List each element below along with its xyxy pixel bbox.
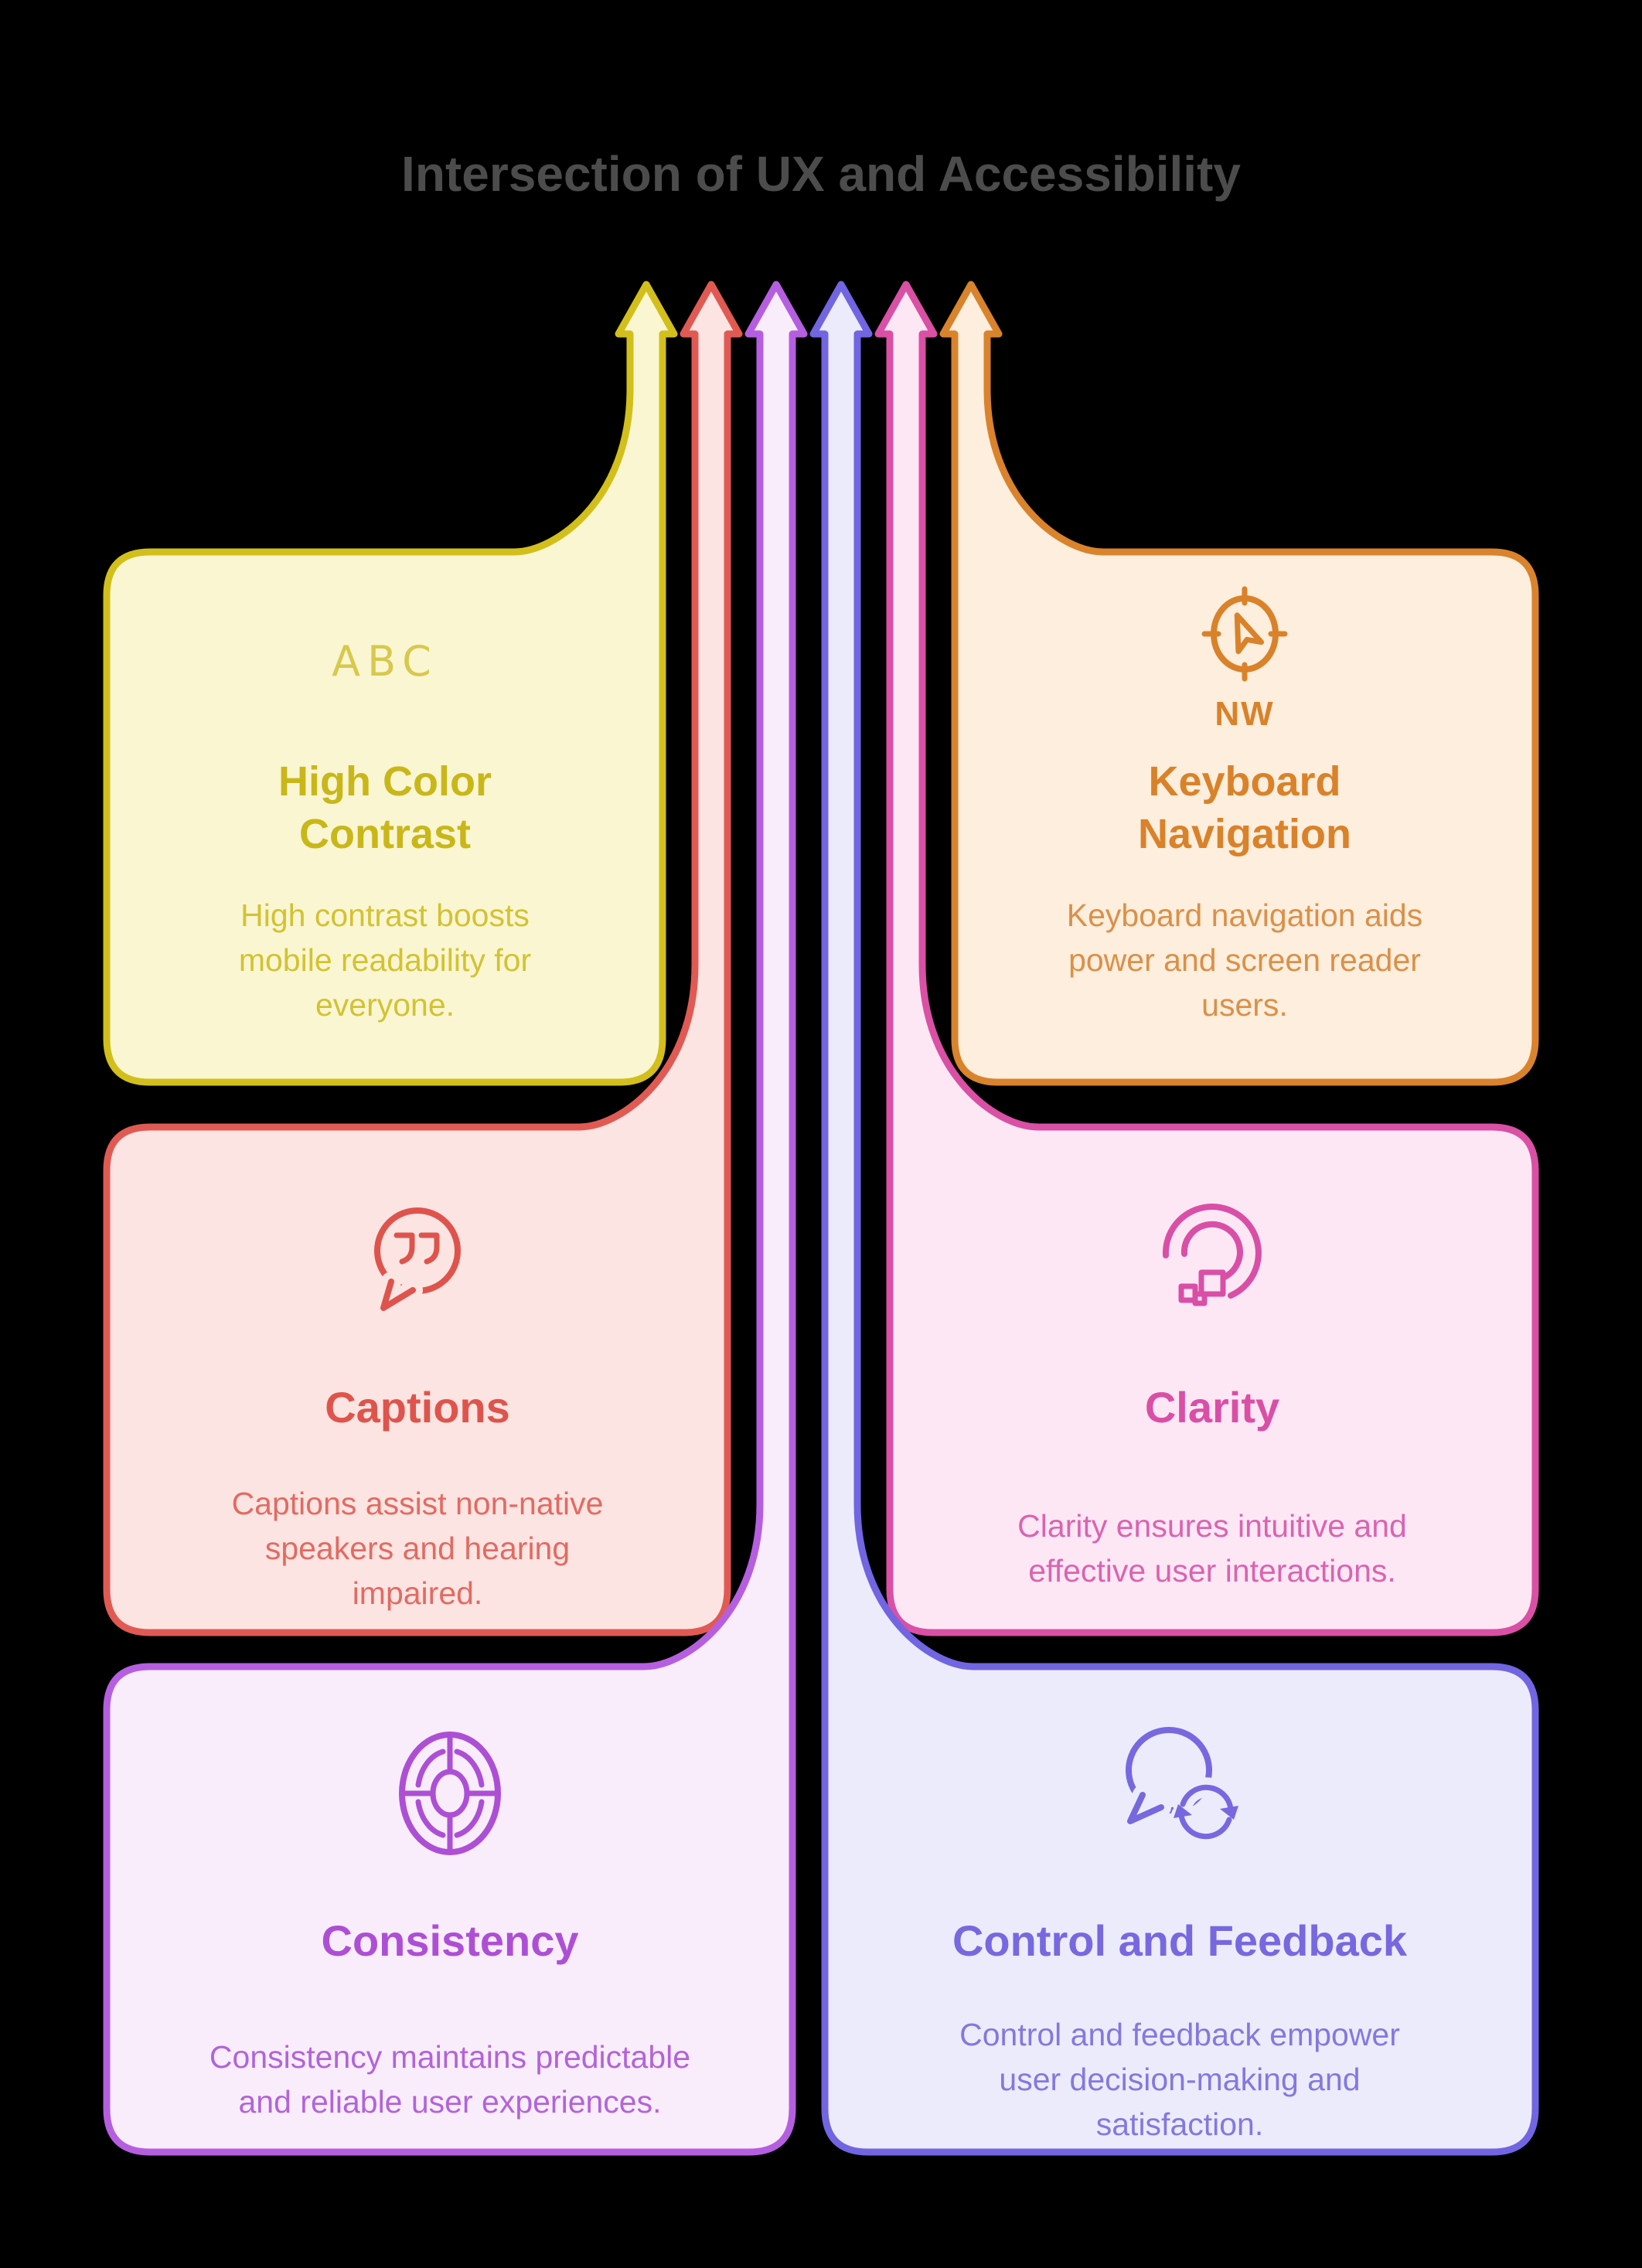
compass-label: NW	[1214, 695, 1274, 733]
card-title-line: Contrast	[299, 811, 471, 857]
card-body-line: mobile readability for	[239, 942, 531, 978]
card-shape-arrow	[809, 281, 1539, 2156]
card-keyboard-navigation: NW Keyboard Navigation Keyboard navigati…	[939, 281, 1539, 1086]
card-consistency: Consistency Consistency maintains predic…	[103, 281, 808, 2156]
card-title-line: Clarity	[1145, 1383, 1279, 1432]
abc-icon: ABC	[332, 637, 438, 686]
page-title: Intersection of UX and Accessibility	[401, 146, 1241, 202]
card-title-line: Captions	[325, 1383, 510, 1432]
card-body-line: Clarity ensures intuitive and	[1017, 1508, 1407, 1544]
card-high-color-contrast: ABC High Color Contrast High contrast bo…	[103, 281, 678, 1086]
card-body-line: satisfaction.	[1096, 2106, 1264, 2142]
card-body-line: everyone.	[315, 987, 455, 1023]
card-body-line: impaired.	[353, 1575, 483, 1611]
card-title-line: Keyboard	[1148, 758, 1341, 805]
compass-icon	[1201, 586, 1288, 682]
wheel-icon	[399, 1732, 501, 1855]
card-title-line: High Color	[278, 758, 492, 805]
card-captions: Captions Captions assist non-native spea…	[103, 281, 743, 1636]
card-body-line: power and screen reader	[1068, 942, 1421, 978]
card-shape-arrow	[103, 281, 743, 1636]
spiral-pixel-icon	[1162, 1204, 1262, 1306]
card-title-line: Navigation	[1138, 811, 1351, 857]
card-shape-arrow	[103, 281, 808, 2156]
card-shape-arrow	[103, 281, 678, 1086]
card-control-and-feedback: Control and Feedback Control and feedbac…	[809, 281, 1539, 2156]
card-body-line: speakers and hearing	[265, 1531, 570, 1566]
speech-quotes-icon	[366, 1207, 461, 1330]
card-body-line: users.	[1201, 987, 1288, 1023]
card-shape-arrow	[939, 281, 1539, 1086]
card-body-line: effective user interactions.	[1028, 1553, 1396, 1589]
card-clarity: Clarity Clarity ensures intuitive and ef…	[874, 281, 1539, 1636]
card-shape-arrow	[874, 281, 1539, 1636]
card-body-line: Control and feedback empower	[959, 2017, 1400, 2052]
card-body-line: Consistency maintains predictable	[210, 2039, 690, 2075]
card-body-line: Keyboard navigation aids	[1067, 897, 1422, 933]
card-body-line: Captions assist non-native	[232, 1486, 604, 1521]
card-body-line: and reliable user experiences.	[239, 2084, 662, 2120]
card-body-line: High contrast boosts	[240, 897, 530, 933]
card-title-line: Control and Feedback	[952, 1916, 1408, 1965]
chat-refresh-icon	[1109, 1727, 1241, 1847]
card-body-line: user decision-making and	[999, 2062, 1360, 2097]
card-title-line: Consistency	[322, 1916, 579, 1965]
